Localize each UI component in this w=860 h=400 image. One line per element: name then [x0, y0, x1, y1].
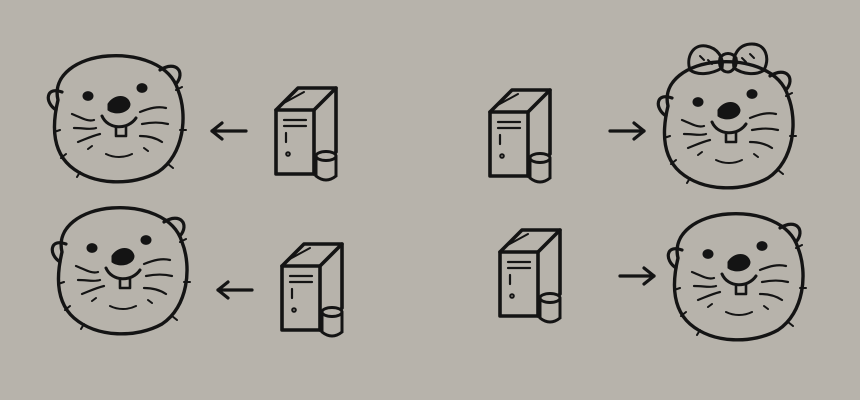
diagram-canvas	[0, 0, 860, 400]
background	[0, 0, 860, 400]
otter-server-diagram	[0, 0, 860, 400]
